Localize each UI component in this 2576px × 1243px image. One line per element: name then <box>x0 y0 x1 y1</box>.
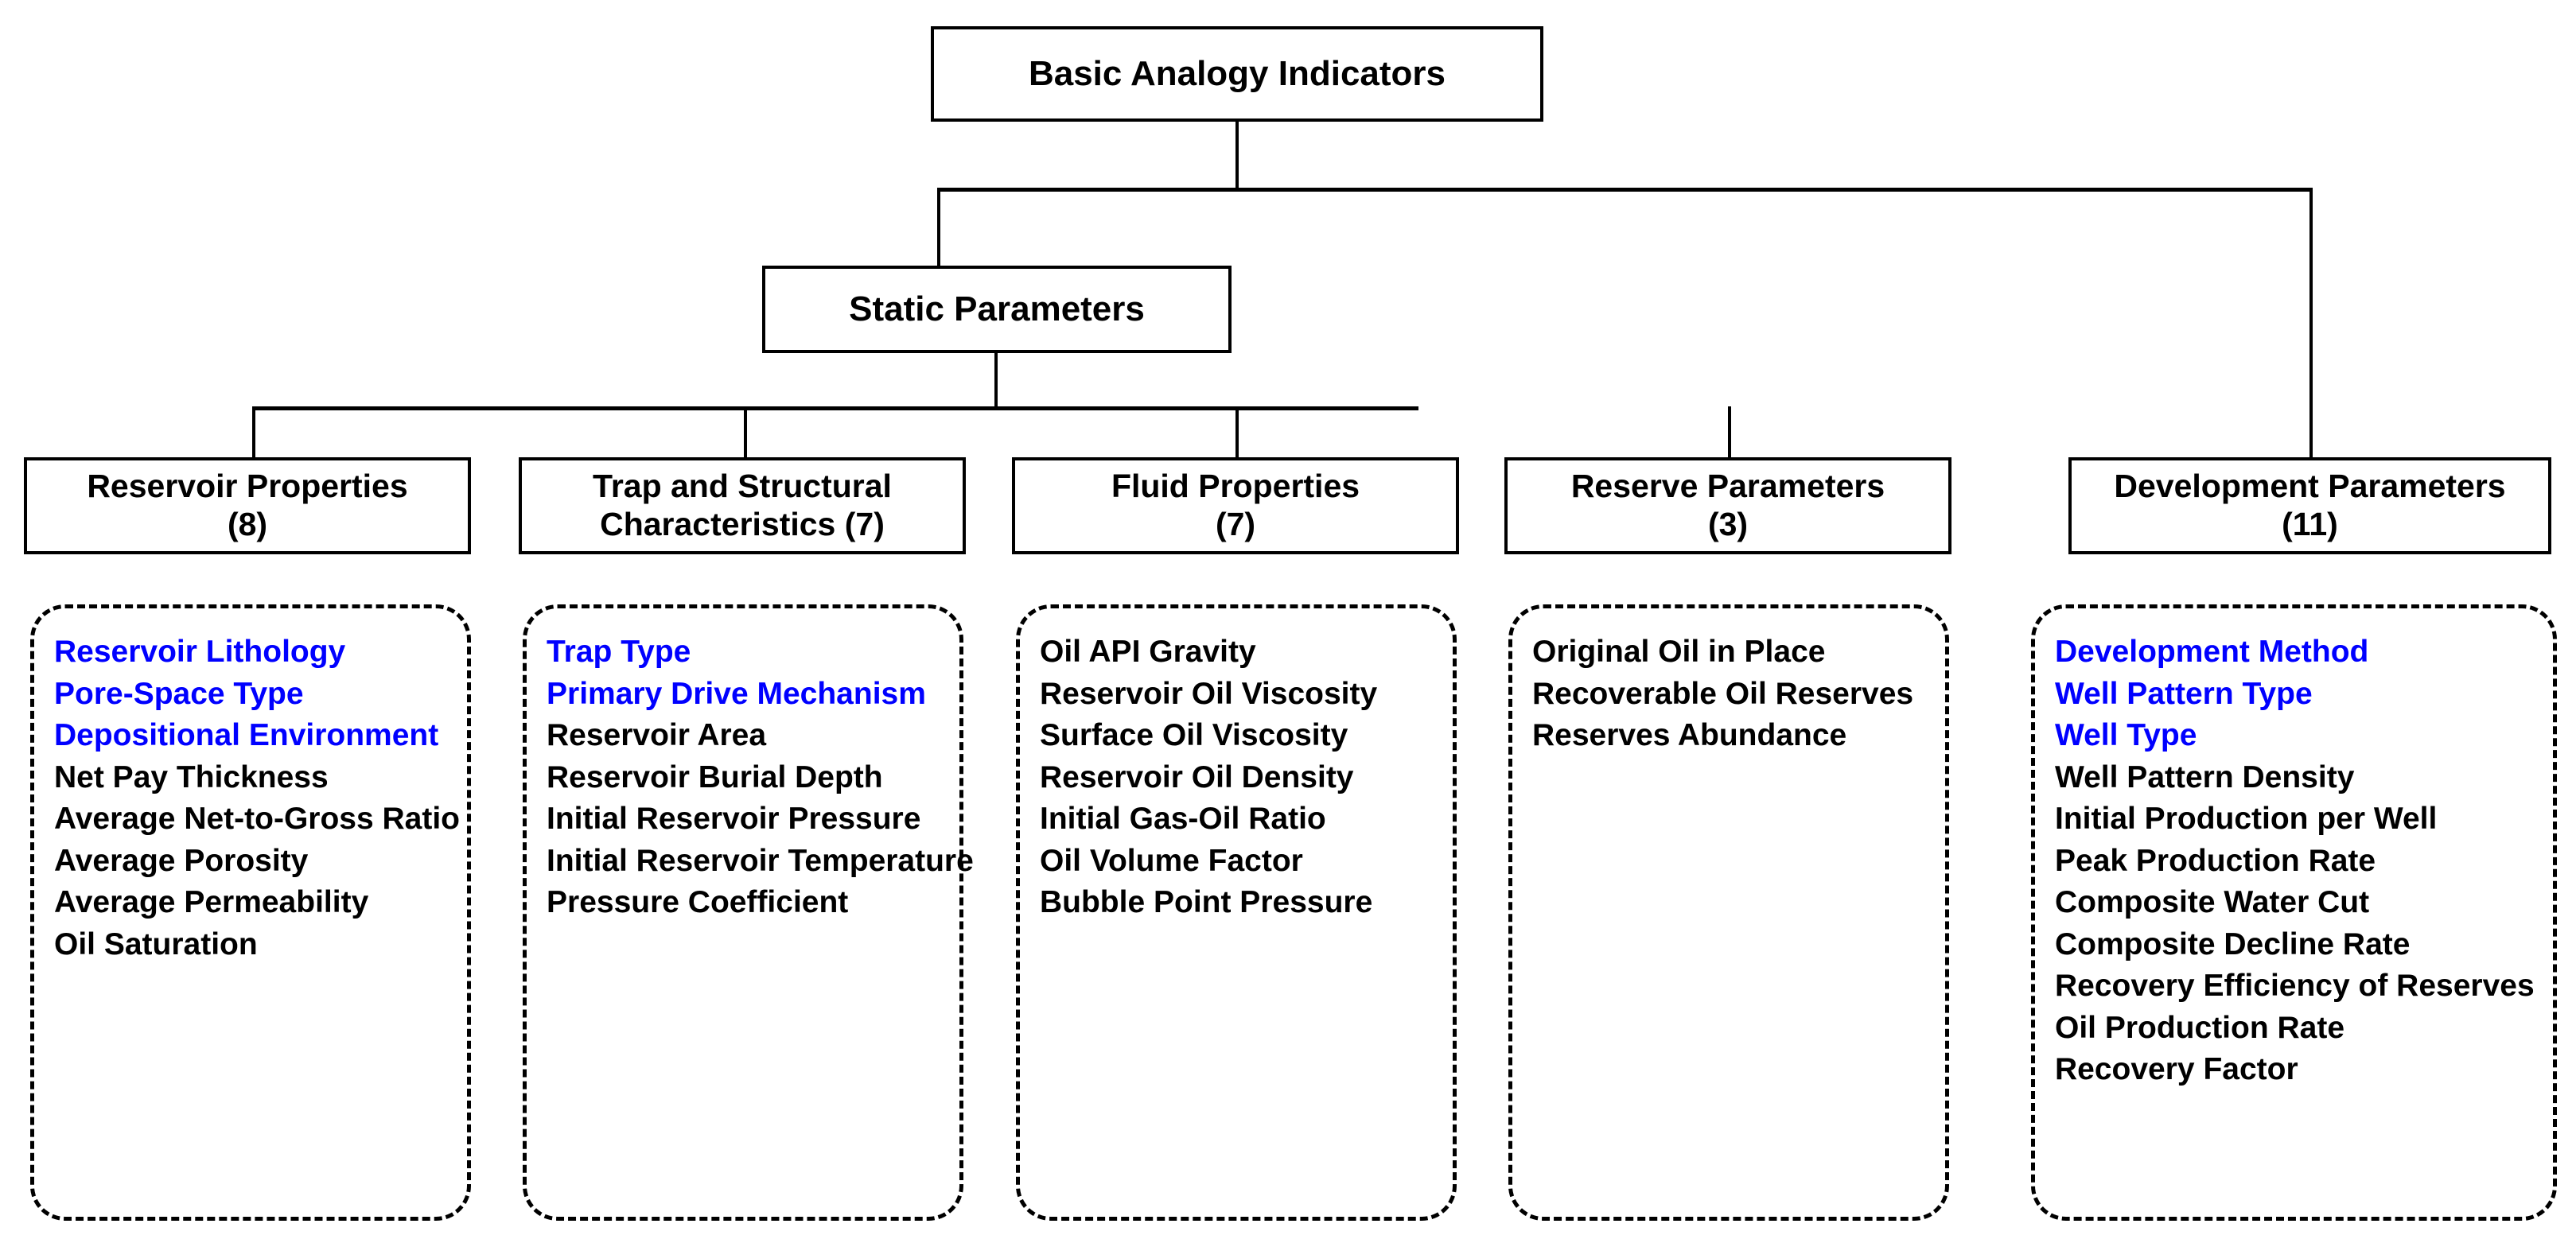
category-title: Development Parameters <box>2114 468 2506 505</box>
list-item: Average Net-to-Gross Ratio <box>54 802 460 836</box>
list-item: Original Oil in Place <box>1532 635 1826 669</box>
connector-top-bus <box>937 188 2313 192</box>
node-basic-analogy-indicators[interactable]: Basic Analogy Indicators <box>931 26 1543 122</box>
node-category-trap-and-structural-characteristics[interactable]: Trap and Structural Characteristics (7) <box>519 457 966 554</box>
list-item: Average Permeability <box>54 885 369 919</box>
node-static-parameters[interactable]: Static Parameters <box>762 266 1232 353</box>
list-item: Well Pattern Density <box>2055 759 2355 794</box>
panel-fluid-properties <box>1016 604 1457 1221</box>
category-count: (8) <box>227 506 268 542</box>
category-title: Fluid Properties <box>1111 468 1360 505</box>
list-item: Reservoir Oil Viscosity <box>1040 676 1378 711</box>
list-item: Initial Reservoir Temperature <box>547 843 974 878</box>
panel-development-parameters <box>2031 604 2557 1221</box>
list-item: Composite Water Cut <box>2055 885 2370 919</box>
list-item: Recovery Efficiency of Reserves <box>2055 969 2535 1003</box>
list-item: Oil Volume Factor <box>1040 843 1303 878</box>
node-category-development-parameters[interactable]: Development Parameters (11) <box>2068 457 2551 554</box>
list-item: Recoverable Oil Reserves <box>1532 676 1914 711</box>
list-item: Reservoir Lithology <box>54 635 346 669</box>
list-item: Oil Saturation <box>54 926 258 961</box>
list-item: Reserves Abundance <box>1532 718 1847 752</box>
connector-category-bus <box>252 406 1418 410</box>
connector-top-bus-right-drop <box>2309 188 2313 458</box>
connector-drop-reserve <box>1728 406 1731 459</box>
list-item: Recovery Factor <box>2055 1052 2298 1086</box>
connector-root-stem <box>1235 122 1239 190</box>
list-item: Initial Production per Well <box>2055 802 2438 836</box>
category-count: (11) <box>2282 506 2338 542</box>
list-item: Development Method <box>2055 635 2369 669</box>
list-item: Primary Drive Mechanism <box>547 676 926 711</box>
list-item: Composite Decline Rate <box>2055 926 2411 961</box>
category-title: Reserve Parameters <box>1570 468 1885 505</box>
list-item: Reservoir Area <box>547 718 767 752</box>
connector-static-stem <box>994 353 998 409</box>
list-item: Bubble Point Pressure <box>1040 885 1373 919</box>
list-item: Trap Type <box>547 635 691 669</box>
node-category-reserve-parameters[interactable]: Reserve Parameters (3) <box>1504 457 1951 554</box>
connector-drop-trap <box>744 406 747 459</box>
list-item: Well Type <box>2055 718 2197 752</box>
list-item: Depositional Environment <box>54 718 439 752</box>
list-item: Net Pay Thickness <box>54 759 329 794</box>
node-category-reservoir-properties[interactable]: Reservoir Properties (8) <box>24 457 471 554</box>
category-count: Characteristics (7) <box>600 506 885 542</box>
list-item: Reservoir Burial Depth <box>547 759 883 794</box>
category-title: Trap and Structural <box>593 468 892 505</box>
list-item: Oil API Gravity <box>1040 635 1256 669</box>
category-count: (7) <box>1215 506 1256 542</box>
list-item: Surface Oil Viscosity <box>1040 718 1348 752</box>
category-count: (3) <box>1707 506 1749 542</box>
node-label: Basic Analogy Indicators <box>1028 54 1446 94</box>
list-item: Peak Production Rate <box>2055 843 2376 878</box>
list-item: Average Porosity <box>54 843 309 878</box>
connector-top-bus-left-drop <box>937 188 940 267</box>
list-item: Initial Gas-Oil Ratio <box>1040 802 1326 836</box>
list-item: Reservoir Oil Density <box>1040 759 1354 794</box>
list-item: Initial Reservoir Pressure <box>547 802 921 836</box>
panel-reservoir-properties <box>30 604 471 1221</box>
connector-drop-reservoir <box>252 406 255 459</box>
connector-drop-fluid <box>1235 406 1239 459</box>
list-item: Well Pattern Type <box>2055 676 2313 711</box>
node-category-fluid-properties[interactable]: Fluid Properties (7) <box>1012 457 1459 554</box>
panel-reserve-parameters <box>1508 604 1949 1221</box>
category-title: Reservoir Properties <box>87 468 408 505</box>
panel-trap-and-structural-characteristics <box>523 604 963 1221</box>
list-item: Oil Production Rate <box>2055 1010 2345 1045</box>
list-item: Pressure Coefficient <box>547 885 849 919</box>
list-item: Pore-Space Type <box>54 676 304 711</box>
node-label: Static Parameters <box>849 289 1145 329</box>
